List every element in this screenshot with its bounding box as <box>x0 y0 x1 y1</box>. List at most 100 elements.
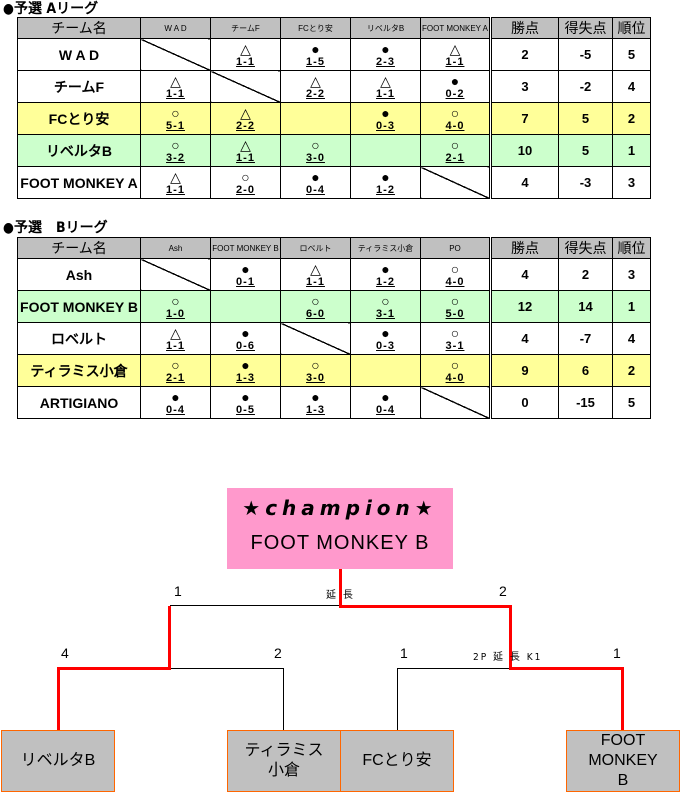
champion-team: FOOT MONKEY B <box>250 532 430 554</box>
team-name: ARTIGIANO <box>17 386 141 419</box>
match-result-cell: ●0-1 <box>210 258 281 291</box>
result-mark-icon: ● <box>241 324 250 341</box>
result-mark-icon: ○ <box>241 168 250 185</box>
header-points: 勝点 <box>489 17 559 39</box>
result-mark-icon: △ <box>240 40 251 57</box>
match-result-cell: ●0-4 <box>140 386 211 419</box>
match-result-cell: ○4-0 <box>420 258 491 291</box>
bracket-team-1: リベルタB <box>1 730 115 792</box>
result-mark-icon: △ <box>449 40 461 57</box>
header-rank: 順位 <box>612 237 651 259</box>
match-result-cell: △1-1 <box>420 38 491 71</box>
match-score: 4-0 <box>445 119 465 132</box>
result-mark-icon: △ <box>380 72 391 89</box>
goal-diff: -7 <box>558 322 613 355</box>
match-result-cell: ○2-1 <box>140 354 211 387</box>
match-score: 3-1 <box>376 307 395 320</box>
match-score: 1-5 <box>306 55 325 68</box>
match-result-cell: △1-1 <box>140 166 211 199</box>
match-score: 0-4 <box>376 403 395 416</box>
result-mark-icon: △ <box>170 324 181 341</box>
match-result-cell: ●0-6 <box>210 322 281 355</box>
semi-right-line-left <box>397 668 510 669</box>
header-opponent: FOOT MONKEY A <box>420 17 491 39</box>
match-score: 1-1 <box>166 87 185 100</box>
team-name: リベルタB <box>17 134 141 167</box>
semi-left-winner-line-up <box>168 606 171 670</box>
result-mark-icon: ○ <box>171 356 180 373</box>
semi-left-line-right <box>171 668 284 669</box>
header-team: チーム名 <box>17 17 141 39</box>
result-mark-icon: ○ <box>450 324 460 341</box>
rank: 3 <box>612 166 651 199</box>
result-mark-icon: ○ <box>171 292 180 309</box>
result-mark-icon: ○ <box>450 104 460 121</box>
final-bracket-line-left <box>170 605 341 606</box>
match-result-cell: ○3-1 <box>420 322 491 355</box>
match-result-cell: △1-1 <box>140 70 211 103</box>
result-mark-icon: ○ <box>171 104 180 121</box>
result-mark-icon: △ <box>310 260 321 277</box>
result-mark-icon: ○ <box>311 292 320 309</box>
result-mark-icon: ● <box>241 260 250 277</box>
header-opponent: PO <box>420 237 491 259</box>
match-result-cell: △2-2 <box>280 70 351 103</box>
points: 9 <box>489 354 559 387</box>
result-mark-icon: △ <box>170 168 181 185</box>
goal-diff: -15 <box>558 386 613 419</box>
goal-diff: 6 <box>558 354 613 387</box>
match-result-cell: ●1-2 <box>350 258 421 291</box>
match-score: 5-0 <box>445 307 465 320</box>
header-opponent: チームF <box>210 17 281 39</box>
goal-diff: 5 <box>558 134 613 167</box>
team-name: FCとり安 <box>17 102 141 135</box>
header-rank: 順位 <box>612 17 651 39</box>
match-score: 0-4 <box>306 183 325 196</box>
bracket-team-1-label: リベルタB <box>20 752 96 769</box>
result-mark-icon: ● <box>381 324 390 341</box>
match-score: 0-3 <box>376 119 395 132</box>
goal-diff: 5 <box>558 102 613 135</box>
self-match-cell <box>280 102 351 135</box>
semi-right-winner-line-horizontal <box>509 667 624 670</box>
result-mark-icon: ○ <box>311 356 320 373</box>
champion-label: ★champion★ <box>242 496 438 520</box>
match-score: 1-1 <box>166 339 185 352</box>
match-score: 2-1 <box>166 371 185 384</box>
header-opponent: Ash <box>140 237 211 259</box>
result-mark-icon: ○ <box>381 292 390 309</box>
final-note: 延 長 <box>326 590 355 601</box>
bracket-team-4: FOOT MONKEY B <box>566 730 680 792</box>
result-mark-icon: ○ <box>450 136 460 153</box>
header-points: 勝点 <box>489 237 559 259</box>
match-result-cell: ○6-0 <box>280 290 351 323</box>
self-match-cell <box>140 38 211 71</box>
match-score: 1-0 <box>166 307 185 320</box>
team-name: チームF <box>17 70 141 103</box>
result-mark-icon: ○ <box>450 260 460 277</box>
match-result-cell: △1-1 <box>350 70 421 103</box>
match-result-cell: ●1-5 <box>280 38 351 71</box>
match-score: 2-3 <box>376 55 395 68</box>
result-mark-icon: △ <box>240 104 251 121</box>
semi-right-right-score: 1 <box>613 645 621 661</box>
match-score: 0-4 <box>166 403 185 416</box>
result-mark-icon: ● <box>381 104 390 121</box>
rank: 2 <box>612 354 651 387</box>
match-result-cell: △2-2 <box>210 102 281 135</box>
self-match-cell <box>350 354 421 387</box>
final-right-score: 2 <box>499 583 507 599</box>
bracket-team-2-label: ティラミス 小倉 <box>244 742 324 779</box>
match-result-cell: ○2-1 <box>420 134 491 167</box>
self-match-cell <box>210 290 281 323</box>
match-score: 3-0 <box>306 371 325 384</box>
points: 4 <box>489 258 559 291</box>
bracket-team-3-label: FCとり安 <box>362 752 432 769</box>
header-opponent: FCとり安 <box>280 17 351 39</box>
